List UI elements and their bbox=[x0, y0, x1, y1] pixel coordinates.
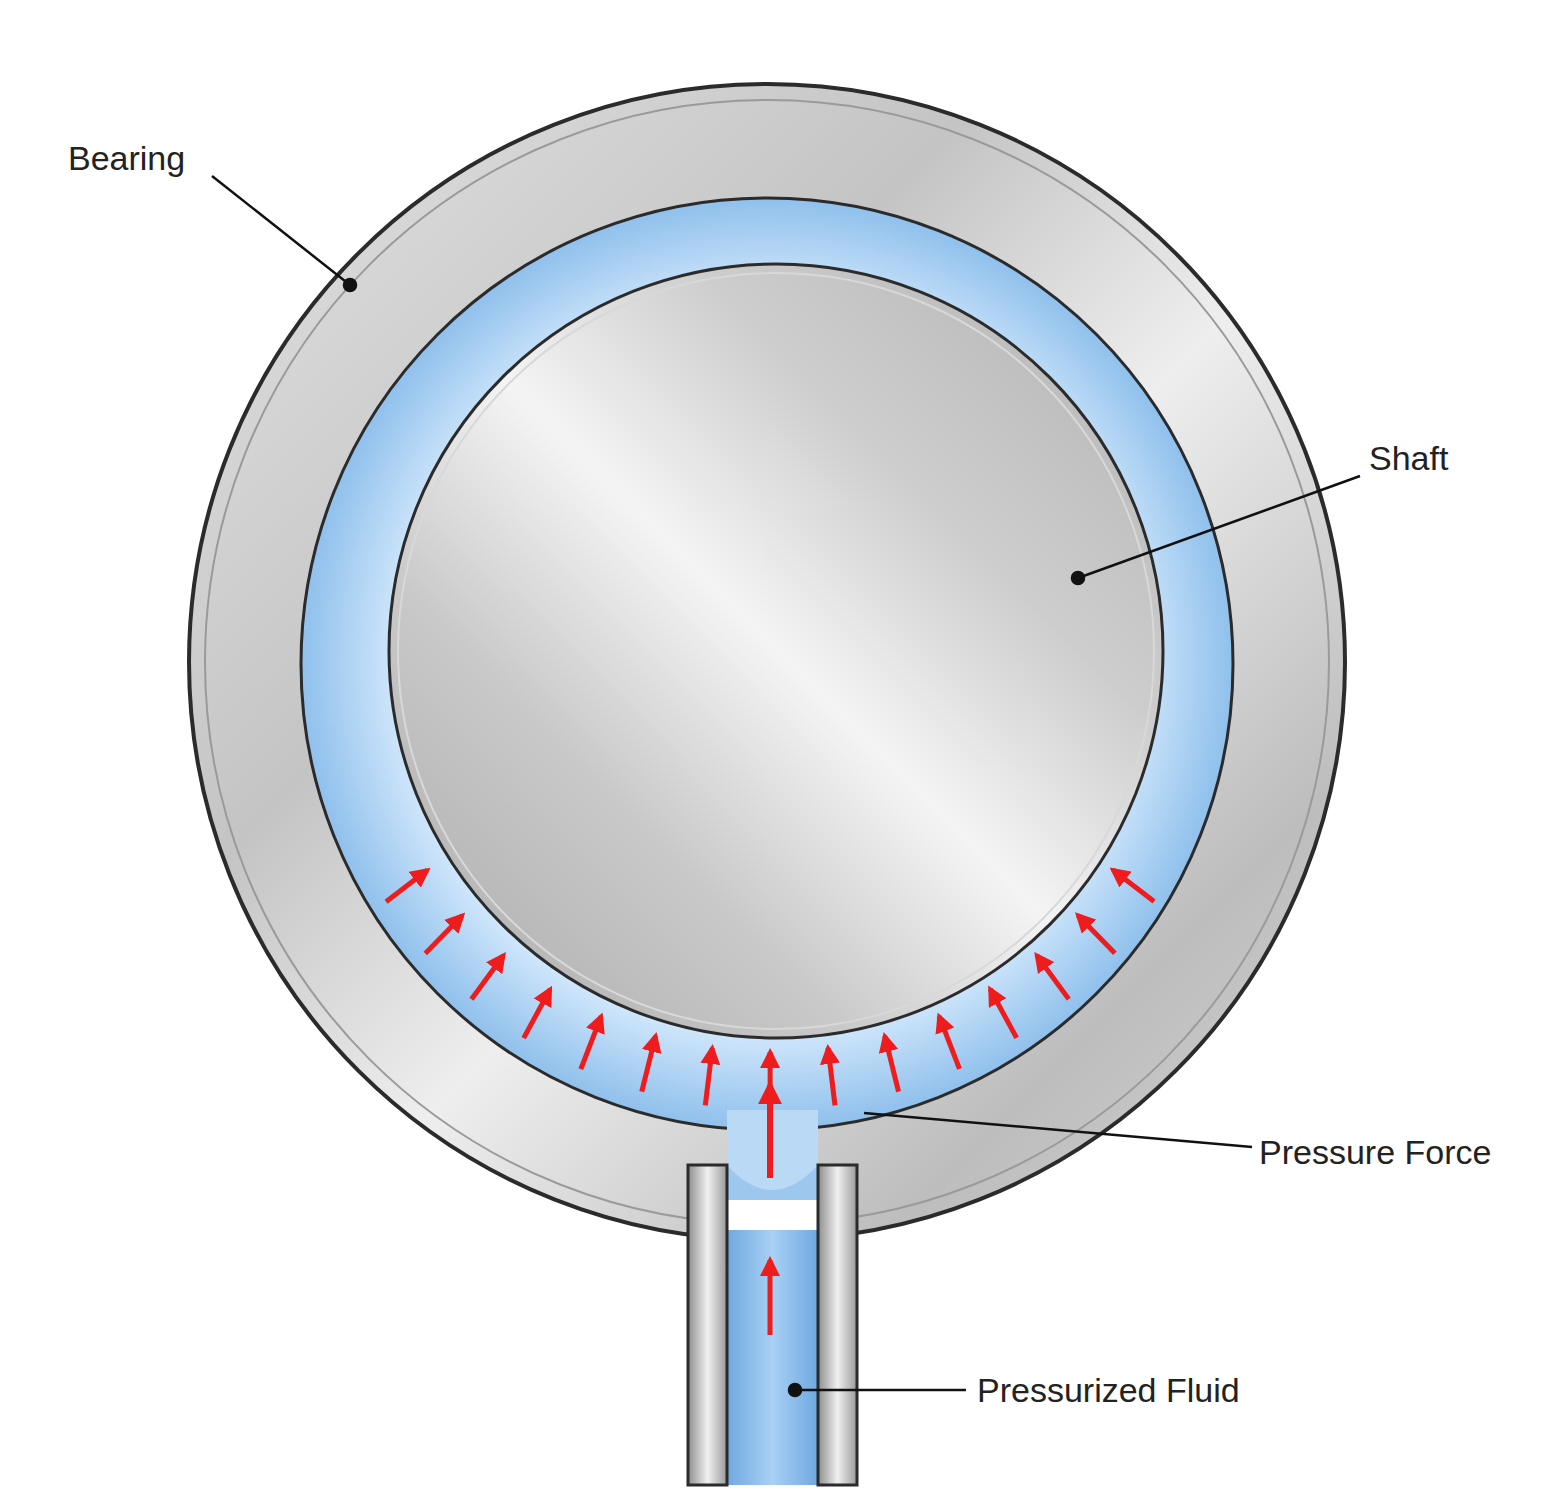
pressure-arrow bbox=[1037, 955, 1069, 999]
shaft-edge bbox=[398, 273, 1154, 1029]
pressure-arrow bbox=[581, 1016, 601, 1069]
leader-dot bbox=[1072, 572, 1084, 584]
leader-line bbox=[795, 1389, 966, 1392]
pressure-arrow bbox=[471, 955, 503, 999]
pressure-arrow bbox=[828, 1048, 835, 1105]
pipe-fluid bbox=[727, 1230, 818, 1485]
pressure-arrow bbox=[767, 1085, 773, 1178]
pipe-wall bbox=[818, 1165, 857, 1485]
pressure-arrow bbox=[425, 915, 462, 953]
bearing-housing bbox=[189, 84, 1345, 1240]
pressure-arrow bbox=[524, 989, 551, 1038]
part-label: Pressurized Fluid bbox=[977, 1372, 1240, 1409]
leader-line bbox=[864, 1113, 1252, 1147]
pressure-arrow bbox=[705, 1048, 712, 1105]
part-label: Bearing bbox=[68, 140, 185, 177]
pressure-arrow bbox=[885, 1036, 899, 1092]
pressure-arrow bbox=[939, 1016, 959, 1069]
leader-dot bbox=[789, 1384, 801, 1396]
part-label: Shaft bbox=[1369, 440, 1448, 477]
pressure-arrow bbox=[768, 1260, 773, 1335]
shaft bbox=[389, 264, 1163, 1038]
leader-line bbox=[1078, 476, 1360, 578]
pipe-gap bbox=[727, 1200, 818, 1230]
bearing-edge bbox=[205, 100, 1329, 1224]
pressure-arrow bbox=[1113, 870, 1154, 902]
pressure-arrow bbox=[1078, 915, 1115, 953]
leader-dot bbox=[344, 279, 356, 291]
fluid-film bbox=[301, 198, 1233, 1130]
pipe-wall bbox=[688, 1165, 727, 1485]
pressure-arrows bbox=[386, 870, 1154, 1335]
pressure-arrow bbox=[990, 989, 1017, 1038]
leader-line bbox=[212, 176, 350, 285]
pressure-arrow bbox=[386, 870, 427, 902]
part-label: Pressure Force bbox=[1259, 1134, 1491, 1171]
pressure-arrow bbox=[642, 1036, 656, 1092]
